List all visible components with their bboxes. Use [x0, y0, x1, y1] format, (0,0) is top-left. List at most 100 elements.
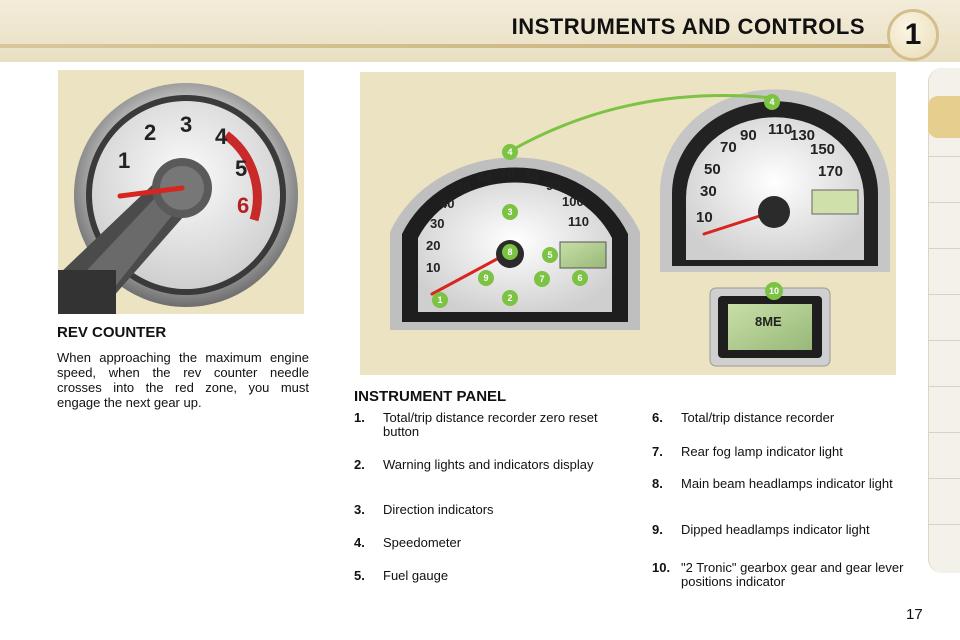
callout-number: 1 [437, 295, 442, 305]
zoom-fuel-display [811, 189, 859, 215]
rev-counter-body: When approaching the maximum engine spee… [57, 350, 309, 410]
instrument-panel-heading: INSTRUMENT PANEL [354, 388, 507, 405]
page-number: 17 [906, 606, 923, 623]
item-number: 3. [354, 502, 365, 517]
rev-dial-number: 6 [237, 193, 249, 218]
rev-dial-number: 5 [235, 156, 247, 181]
chapter-badge: 1 [887, 9, 939, 61]
callout-number: 2 [507, 293, 512, 303]
instrument-panel-list-left: 1. Total/trip distance recorder zero res… [354, 411, 614, 611]
tab-divider [929, 156, 960, 157]
item-text: Direction indicators [383, 502, 494, 517]
zoom-speed-number: 110 [768, 121, 792, 138]
item-text: Warning lights and indicators display [383, 457, 594, 472]
zoom-speed-number: 150 [810, 141, 835, 158]
page-title: INSTRUMENTS AND CONTROLS [511, 14, 865, 39]
rev-counter-heading: REV COUNTER [57, 324, 167, 341]
tab-divider [929, 248, 960, 249]
speed-number: 50 [456, 180, 470, 195]
speed-number: 10 [426, 260, 440, 275]
callout-number: 8 [507, 247, 512, 257]
callout-link-line [511, 94, 773, 152]
callout-marker: 4 [502, 144, 518, 160]
item-number: 8. [652, 476, 663, 491]
item-number: 5. [354, 568, 365, 583]
instrument-panel-list-right: 6. Total/trip distance recorder 7. Rear … [652, 411, 912, 611]
page-header: INSTRUMENTS AND CONTROLS 1 [0, 0, 960, 62]
zoom-speed-number: 50 [704, 161, 721, 178]
callout-number: 7 [539, 274, 544, 284]
instrument-panel-illustration: 10 20 30 40 50 60 70 80 90 100 110 10 30… [360, 72, 896, 375]
speed-number: 110 [568, 214, 589, 229]
tab-divider [929, 202, 960, 203]
callout-marker: 5 [542, 247, 558, 263]
callout-number: 4 [507, 147, 512, 157]
callout-marker: 7 [534, 271, 550, 287]
rev-dial-number: 3 [180, 112, 192, 137]
rev-dial-number: 2 [144, 120, 156, 145]
item-text: Main beam headlamps indicator light [681, 476, 893, 491]
item-number: 2. [354, 457, 365, 472]
callout-number: 3 [507, 207, 512, 217]
header-rule [0, 44, 905, 48]
callout-marker: 6 [572, 270, 588, 286]
callout-number: 10 [769, 286, 779, 296]
tab-divider [929, 386, 960, 387]
tab-divider [929, 294, 960, 295]
item-text: Dipped headlamps indicator light [681, 522, 870, 537]
speed-number: 80 [524, 168, 538, 183]
item-text: Rear fog lamp indicator light [681, 444, 843, 459]
speed-number: 20 [426, 238, 440, 253]
rev-dial-number: 1 [118, 148, 130, 173]
zoom-speedometer-numbers: 10 30 50 70 90 110 130 150 170 [696, 121, 843, 226]
callout-number: 6 [577, 273, 582, 283]
tab-divider [929, 524, 960, 525]
callout-number: 9 [483, 273, 488, 283]
zoom-speed-number: 130 [790, 127, 815, 144]
speed-number: 100 [562, 194, 584, 209]
rev-needle [117, 185, 185, 199]
item-text: Total/trip distance recorder zero reset … [383, 410, 598, 439]
callout-number: 4 [769, 97, 774, 107]
speed-number: 90 [546, 178, 560, 193]
callout-marker: 3 [502, 204, 518, 220]
callout-marker: 10 [765, 282, 783, 300]
item-number: 7. [652, 444, 663, 459]
callout-marker: 8 [502, 244, 518, 260]
tab-divider [929, 432, 960, 433]
item-text: Speedometer [383, 535, 462, 550]
item-number: 9. [652, 522, 663, 537]
speed-number: 30 [430, 216, 444, 231]
rev-counter-illustration: 1 2 3 4 5 6 [58, 70, 304, 314]
item-number: 6. [652, 410, 663, 425]
item-number: 10. [652, 560, 671, 575]
gear-lcd [728, 304, 812, 350]
callout-marker: 1 [432, 292, 448, 308]
gear-display-text: 8ME [755, 314, 782, 329]
callout-number: 5 [547, 250, 552, 260]
rev-dial-number: 4 [215, 124, 228, 149]
trip-display [559, 241, 607, 269]
item-number: 1. [354, 410, 365, 425]
callout-marker: 2 [502, 290, 518, 306]
chapter-tab-strip [928, 68, 960, 573]
item-text: Fuel gauge [383, 568, 449, 583]
zoom-speed-number: 30 [700, 183, 717, 200]
speed-number: 60 [478, 170, 492, 185]
speed-number: 70 [500, 166, 514, 181]
zoom-speed-number: 90 [740, 127, 757, 144]
zoom-speed-number: 10 [696, 209, 713, 226]
callout-marker: 4 [764, 94, 780, 110]
tab-divider [929, 340, 960, 341]
callout-markers: 1 2 3 4 4 5 6 7 8 9 10 [432, 94, 783, 308]
tab-divider [929, 478, 960, 479]
item-text: "2 Tronic" gearbox gear and gear lever p… [681, 560, 904, 589]
speedometer-numbers: 10 20 30 40 50 60 70 80 90 100 110 [426, 166, 589, 275]
item-text: Total/trip distance recorder [681, 410, 835, 425]
speed-number: 40 [440, 196, 454, 211]
item-number: 4. [354, 535, 365, 550]
zoom-speed-number: 170 [818, 163, 843, 180]
chapter-tab-active[interactable] [928, 96, 960, 138]
rev-dial-numbers: 1 2 3 4 5 6 [118, 112, 249, 218]
callout-marker: 9 [478, 270, 494, 286]
